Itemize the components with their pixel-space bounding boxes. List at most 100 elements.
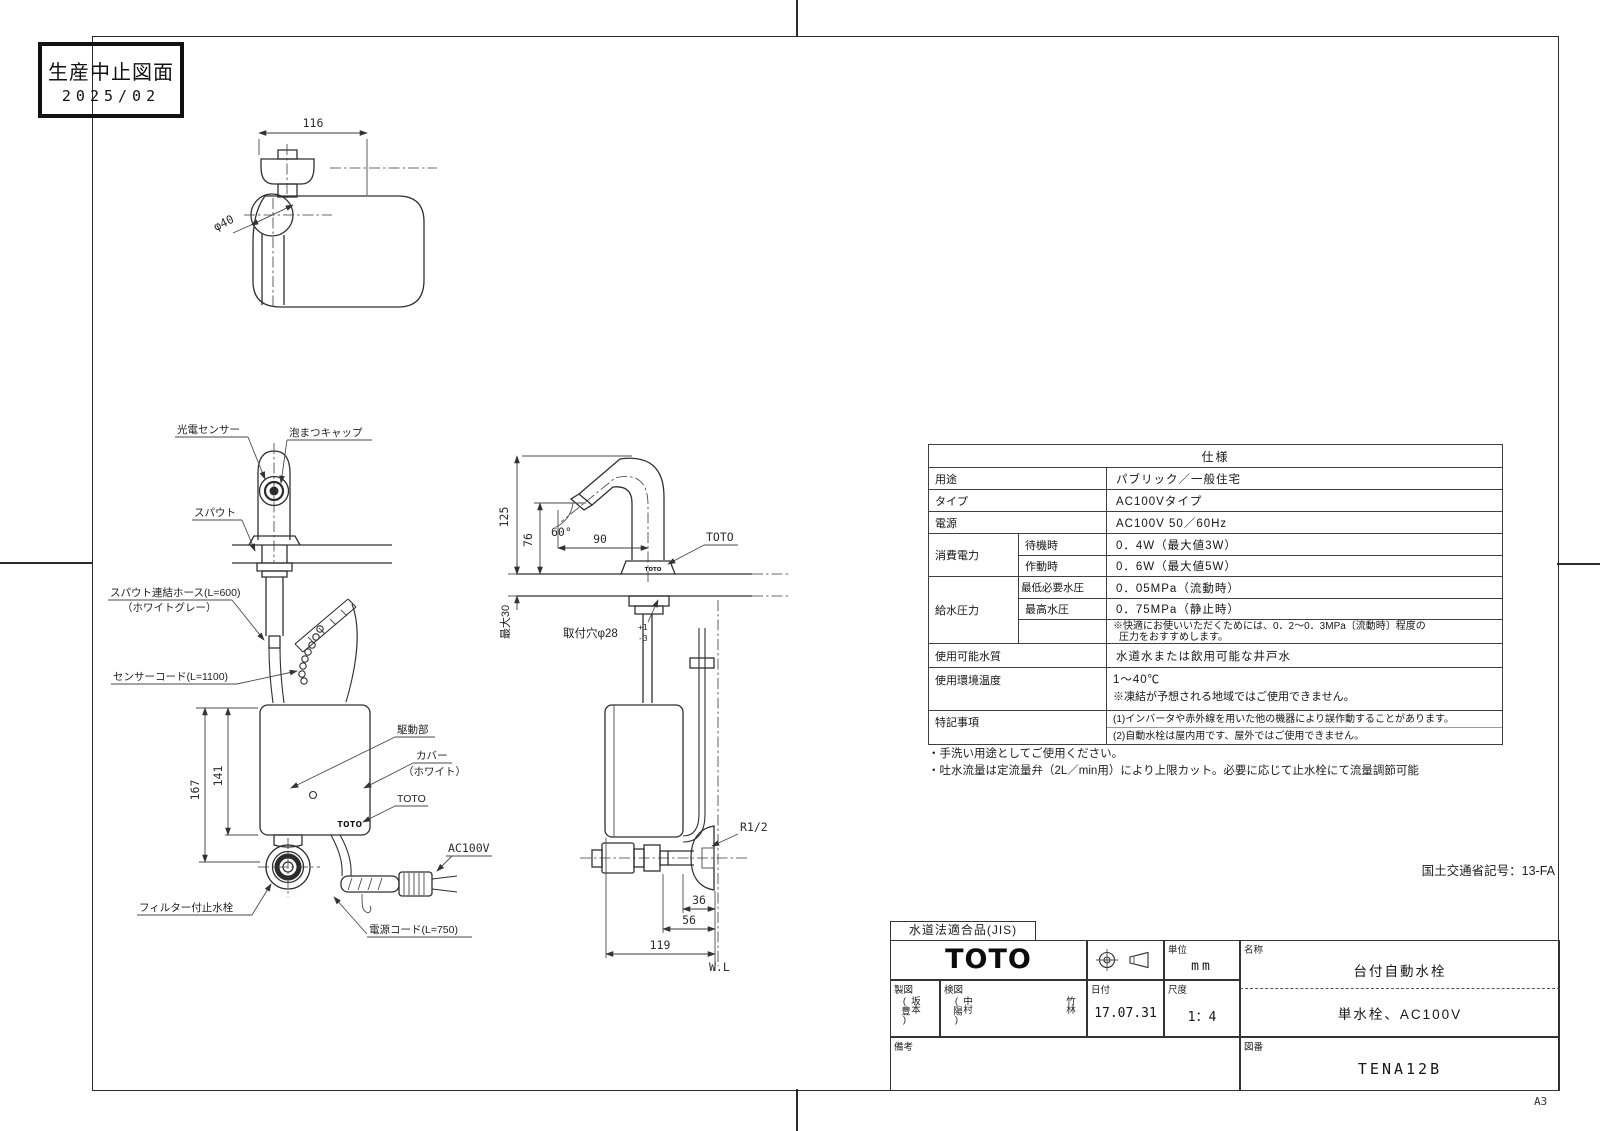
label-sensor-cord: センサーコード(L=1100) (113, 671, 228, 683)
label-mounting-hole: 取付穴φ28 (563, 626, 618, 640)
spec-min-pressure-label: 最低必要水圧 (1018, 576, 1107, 599)
drafter-label: 製図 (894, 985, 914, 996)
spec-note-1: (1)インバータや赤外線を用いた他の機器により誤作動することがあります。 (1113, 714, 1455, 725)
sheet-size-label: A3 (1534, 1095, 1548, 1108)
spec-pressure-note-2: 圧力をおすすめします。 (1119, 632, 1228, 643)
spec-pressure-note-spacer (1018, 619, 1107, 644)
jis-certification-tab: 水道法適合品(JIS) (890, 921, 1036, 941)
center-mark-top (796, 0, 798, 36)
scale-cell: 尺度 1：4 (1164, 980, 1240, 1037)
top-view: 116 φ40 (211, 116, 437, 308)
dim-90: 90 (593, 532, 607, 546)
spec-power-value: AC100V 50／60Hz (1106, 511, 1503, 534)
spec-consumption-label: 消費電力 (928, 533, 1019, 577)
spec-type-label: タイプ (928, 489, 1107, 512)
dim-max30: 最大30 (498, 605, 512, 639)
label-ac100v: AC100V (448, 841, 490, 855)
label-toto-logo: TOTO (397, 793, 426, 805)
spec-active-value: 0．6W（最大値5W） (1106, 555, 1503, 577)
label-spout: スパウト (194, 507, 236, 519)
dim-36: 36 (692, 893, 706, 907)
spec-max-pressure-label: 最高水圧 (1018, 598, 1107, 620)
label-water-line: W.L (709, 960, 730, 974)
dim-167: 167 (188, 780, 202, 801)
dim-141: 141 (211, 766, 225, 787)
toto-logo: TOTO (890, 940, 1087, 980)
toto-logo-on-box: TOTO (338, 820, 363, 829)
spec-standby-label: 待機時 (1018, 533, 1107, 556)
spec-temp-note: ※凍結が予想される地域ではご使用できません。 (1113, 691, 1355, 703)
name-value: 台付自動水栓 (1353, 964, 1447, 979)
sensor-cord-beads (298, 625, 324, 685)
spec-temp-label: 使用環境温度 (928, 667, 1107, 711)
side-view: TOTO 125 76 60° 90 TOTO 最大30 (497, 455, 790, 974)
center-mark-bottom (796, 1089, 798, 1131)
checker-label: 検図 (944, 985, 964, 996)
drawing-number-cell: 図番 TENA12B (1240, 1037, 1560, 1091)
dim-width-116: 116 (303, 116, 324, 130)
name-label: 名称 (1244, 945, 1264, 956)
projection-symbol-cell (1087, 940, 1164, 980)
dim-76: 76 (521, 533, 535, 547)
label-spout-hose: スパウト連結ホース(L=600) (110, 586, 240, 599)
spec-usage-value: パブリック／一般住宅 (1106, 467, 1503, 490)
label-spout-hose-color: （ホワイトグレー） (122, 601, 217, 614)
scale-value: 1：4 (1187, 1010, 1217, 1025)
spec-temp-value: 1～40℃ (1113, 674, 1161, 686)
unit-label: 単位 (1168, 945, 1188, 956)
checker-cell: 検図 中村(陽) 竹林 (940, 980, 1087, 1037)
date-label: 日付 (1091, 985, 1111, 996)
drafter-cell: 製図 坂本(豊) (890, 980, 940, 1037)
spec-active-label: 作動時 (1018, 555, 1107, 577)
scale-label: 尺度 (1168, 985, 1188, 996)
checker-signature-2: 竹林 (1064, 996, 1075, 1013)
name-cell: 名称 台付自動水栓 (1240, 940, 1560, 989)
remarks-cell: 備考 (890, 1037, 1240, 1091)
spec-title: 仕様 (928, 444, 1503, 468)
center-mark-right (1557, 563, 1600, 565)
spec-pressure-note-1: ※快適にお使いいただくためには、0．2～0．3MPa〔流動時〕程度の (1113, 621, 1426, 632)
spec-min-pressure-value: 0．05MPa（流動時） (1106, 576, 1503, 599)
dim-56: 56 (682, 913, 696, 927)
label-filter-stop-valve: フィルター付止水栓 (139, 901, 234, 914)
spec-usage-label: 用途 (928, 467, 1107, 490)
name-sub-cell: 単水栓、AC100V (1240, 989, 1560, 1037)
front-view: 光電センサー 泡まつキャップ スパウト (108, 423, 492, 938)
ministry-code: 国土交通省記号：13-FA (1421, 864, 1555, 878)
discontinued-stamp: 生産中止図面 2025/02 (38, 42, 184, 118)
drafter-signature: 坂本(豊) (899, 996, 920, 1025)
spec-table: 仕様 用途 パブリック／一般住宅 タイプ AC100Vタイプ 電源 AC100V… (928, 444, 1503, 745)
label-drive-unit: 駆動部 (397, 723, 429, 736)
spec-notes-label: 特記事項 (928, 710, 1107, 745)
spec-type-value: AC100Vタイプ (1106, 489, 1503, 512)
stamp-title: 生産中止図面 (48, 61, 174, 84)
label-cover-color: （ホワイト） (403, 766, 466, 778)
checker-signature: 中村(陽) (951, 996, 972, 1025)
footnote-1: ・手洗い用途としてご使用ください。 (928, 748, 1124, 760)
label-aerator-cap: 泡まつキャップ (289, 426, 363, 439)
remarks-label: 備考 (894, 1042, 914, 1053)
toto-logo-on-base: TOTO (645, 567, 662, 573)
dim-diameter-40: φ40 (211, 212, 236, 234)
dim-125: 125 (497, 507, 511, 528)
footnotes: ・手洗い用途としてご使用ください。 ・吐水流量は定流量弁（2L／min用）により… (928, 746, 1419, 780)
label-r12-thread: R1/2 (740, 820, 768, 834)
center-mark-left (0, 562, 92, 564)
label-toto-side: TOTO (706, 530, 734, 544)
footnote-2: ・吐水流量は定流量弁（2L／min用）により上限カット。必要に応じて止水栓にて流… (928, 765, 1419, 777)
date-value: 17.07.31 (1094, 1006, 1157, 1021)
drawing-number-value: TENA12B (1357, 1060, 1443, 1078)
spec-pressure-label: 給水圧力 (928, 576, 1019, 644)
drawing-number-label: 図番 (1244, 1042, 1264, 1053)
label-cover: カバー (416, 750, 448, 762)
unit-cell: 単位 mm (1164, 940, 1240, 980)
date-cell: 日付 17.07.31 (1087, 980, 1164, 1037)
dim-60deg: 60° (551, 525, 572, 539)
spec-standby-value: 0．4W（最大値3W） (1106, 533, 1503, 556)
name-sub-value: 単水栓、AC100V (1337, 1007, 1463, 1022)
label-photo-sensor: 光電センサー (177, 423, 240, 436)
stamp-date: 2025/02 (61, 86, 161, 105)
spec-note-2: (2)自動水栓は屋内用です、屋外ではご使用できません。 (1107, 727, 1502, 744)
